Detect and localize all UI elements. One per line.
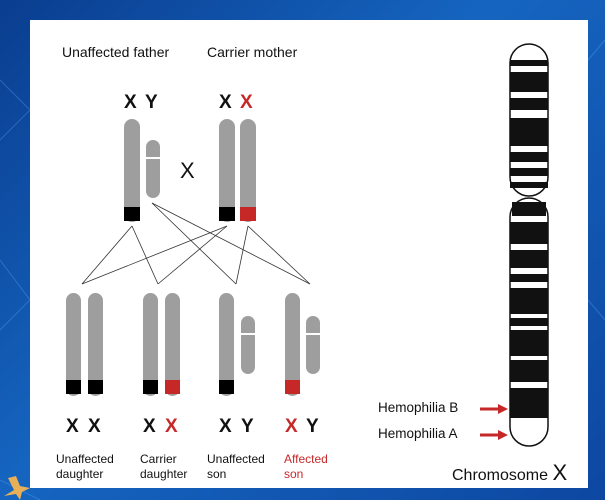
mother-chr2-letter: X [240,92,253,113]
child-1-chromosomes [66,293,103,396]
mother-label: Carrier mother [207,44,298,60]
child-3-chr1-letter: X [219,416,232,437]
child-1-chr2-letter: X [88,416,101,437]
mother-chr1-letter: X [219,92,232,113]
father-chr1-letter: X [124,92,137,113]
father-chromosome-y [146,140,160,198]
child-2-label-line2: daughter [140,467,188,481]
mother-chromosome-x-normal [219,119,235,222]
child-4-label-line2: son [284,467,304,481]
chromosome-x-title: Chromosome X [452,460,567,486]
child-1-chr1-letter: X [66,416,79,437]
child-2-chromosomes [143,293,180,396]
hemophilia-b-label: Hemophilia B [378,400,459,415]
child-1-label: Unaffected daughter [56,452,136,482]
hemophilia-a-label: Hemophilia A [378,426,458,441]
child-4-chr1-letter: X [285,416,298,437]
chromosome-x-title-letter: X [552,460,568,485]
child-3-chr2-letter: Y [241,416,254,437]
child-4-chr2-letter: Y [306,416,319,437]
hemophilia-a-arrow-icon [480,430,508,440]
child-3-label: Unaffected son [207,452,287,482]
inheritance-lines [81,202,311,285]
child-2-chr1-letter: X [143,416,156,437]
father-label: Unaffected father [62,44,170,60]
child-4-chromosomes [285,293,320,396]
child-2-label: Carrier daughter [140,452,220,482]
child-4-label: Affected son [284,452,364,482]
child-3-label-line2: son [207,467,227,481]
mother-chromosome-x-carrier [240,119,256,222]
chromosome-x-title-prefix: Chromosome [452,467,549,484]
child-1-label-line2: daughter [56,467,104,481]
child-4-label-line1: Affected [284,452,328,466]
cross-symbol: X [180,158,195,183]
father-chr2-letter: Y [145,92,158,113]
child-2-chr2-letter: X [165,416,178,437]
child-3-chromosomes [219,293,255,396]
chromosome-x-ideogram [509,43,549,447]
child-2-label-line1: Carrier [140,452,177,466]
child-1-label-line1: Unaffected [56,452,114,466]
hemophilia-b-arrow-icon [480,404,508,414]
child-3-label-line1: Unaffected [207,452,265,466]
father-chromosome-x [124,119,140,222]
